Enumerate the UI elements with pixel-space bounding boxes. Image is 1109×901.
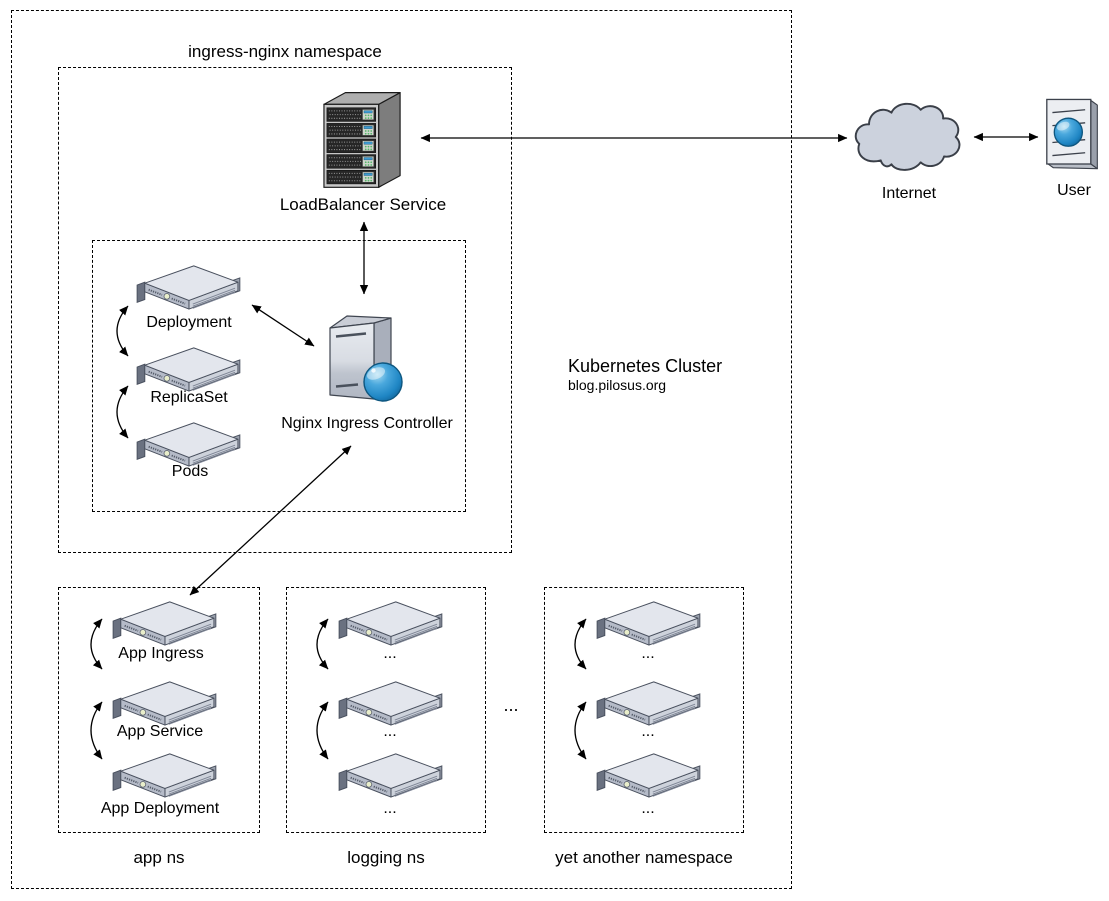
deployment-switch-icon [136, 264, 241, 311]
logging-item-label-3: ... [383, 800, 397, 817]
logging-switch-icon-1 [338, 600, 443, 647]
nginx-ingress-controller-label: Nginx Ingress Controller [281, 415, 453, 432]
deployment-label: Deployment [146, 314, 232, 331]
yet-another-switch-icon-1 [596, 600, 701, 647]
user-icon [1046, 98, 1098, 170]
replicaset-switch-icon [136, 346, 241, 393]
yet-another-switch-icon-3 [596, 752, 701, 799]
pods-label: Pods [171, 463, 209, 480]
app-ingress-switch-icon [112, 600, 217, 647]
logging-switch-icon-2 [338, 680, 443, 727]
app-ns-label: app ns [133, 848, 185, 867]
logging-ns-boundary [286, 587, 486, 833]
cluster-subtitle: blog.pilosus.org [568, 377, 667, 393]
user-label: User [1057, 182, 1091, 199]
logging-ns-label: logging ns [347, 848, 425, 867]
pods-switch-icon [136, 421, 241, 468]
internet-cloud-icon [854, 102, 961, 171]
app-ns-boundary [58, 587, 260, 833]
loadbalancer-service-label: LoadBalancer Service [279, 195, 447, 214]
app-ingress-label: App Ingress [118, 645, 204, 662]
app-deployment-switch-icon [112, 752, 217, 799]
yet-another-switch-icon-2 [596, 680, 701, 727]
cluster-title: Kubernetes Cluster [568, 356, 723, 376]
kubernetes-cluster-boundary [11, 10, 792, 889]
app-deployment-label: App Deployment [100, 800, 220, 817]
more-namespaces-ellipsis: ... [503, 695, 519, 715]
logging-item-label-1: ... [383, 645, 397, 662]
yet-another-item-label-1: ... [641, 645, 655, 662]
logging-item-label-2: ... [383, 723, 397, 740]
app-service-label: App Service [116, 723, 204, 740]
logging-switch-icon-3 [338, 752, 443, 799]
ingress-namespace-label: ingress-nginx namespace [188, 42, 382, 61]
replicaset-label: ReplicaSet [150, 389, 228, 406]
internet-label: Internet [881, 185, 937, 202]
nginx-ingress-controller-icon [328, 314, 404, 403]
yet-another-item-label-3: ... [641, 800, 655, 817]
yet-another-ns-boundary [544, 587, 744, 833]
app-service-switch-icon [112, 680, 217, 727]
loadbalancer-server-icon [322, 87, 404, 190]
yet-another-ns-label: yet another namespace [555, 848, 733, 867]
yet-another-item-label-2: ... [641, 723, 655, 740]
